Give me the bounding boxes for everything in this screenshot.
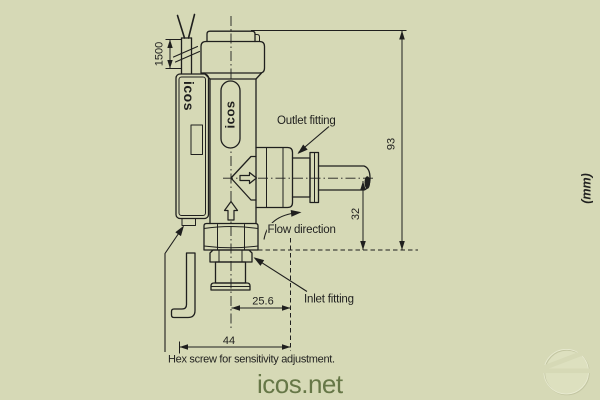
leader-arrowheads (175, 144, 308, 266)
icos-logo-watermark (540, 347, 594, 396)
enclosure-brand-text: icos (181, 81, 197, 111)
allen-key (170, 252, 196, 319)
dim-value-32: 32 (350, 208, 362, 220)
reference-lines (258, 238, 418, 351)
dimension-lines (165, 30, 407, 354)
website-text: icos.net (257, 369, 344, 399)
dim-width-44 (179, 341, 291, 354)
cone-reducer (230, 155, 257, 201)
enclosure-box (175, 73, 210, 226)
capsule-brand-text: icos (223, 100, 238, 128)
hex-screw-tab (181, 218, 196, 226)
flow-direction-label: Flow direction (268, 224, 336, 236)
internal-flow-arrows (223, 171, 258, 221)
inlet-fitting-label: Inlet fitting (304, 294, 354, 306)
body-capsule (220, 80, 241, 149)
outlet-fitting-label: Outlet fitting (277, 115, 336, 127)
inlet-fitting (203, 222, 259, 291)
device-outline (170, 13, 371, 319)
dim-height-93 (251, 30, 407, 250)
flow-up-arrow (223, 200, 239, 221)
hex-screw-note: Hex screw for sensitivity adjustment. (168, 354, 335, 366)
flow-right-arrow (239, 171, 258, 185)
enclosure-window (190, 124, 203, 155)
units-note: (mm) (580, 173, 594, 204)
hex-screw-leader (164, 226, 184, 352)
cable-wires (172, 13, 201, 74)
inlet-leader (254, 257, 308, 292)
dim-value-44: 44 (223, 335, 235, 347)
dim-value-1500: 1500 (154, 42, 166, 66)
dimension-arrowheads (167, 30, 405, 350)
dim-value-93: 93 (386, 138, 398, 150)
top-cap (200, 30, 266, 80)
break-mark (174, 50, 201, 63)
break-mark (172, 45, 199, 58)
dim-value-25-6: 25.6 (252, 296, 273, 308)
main-body (209, 78, 257, 225)
